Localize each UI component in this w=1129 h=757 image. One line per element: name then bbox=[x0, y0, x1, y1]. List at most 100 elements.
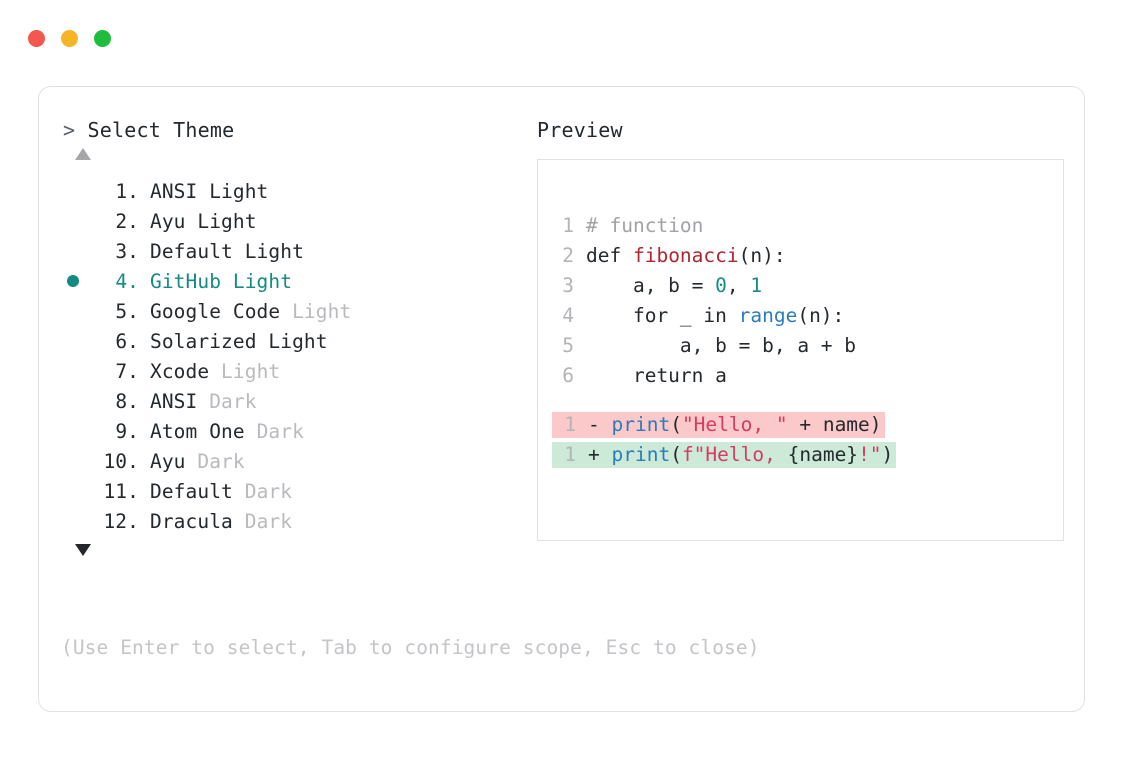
code-token-punct: (n): bbox=[738, 244, 786, 267]
theme-select-pane: > Select Theme 1. ANSI Light 2. Ayu Light 3.… bbox=[63, 117, 533, 566]
code-line-text: # function bbox=[586, 214, 703, 237]
code-token-punct: , bbox=[726, 274, 751, 297]
theme-item-name: Default Light bbox=[150, 240, 304, 263]
theme-item-number: 10. bbox=[103, 450, 139, 473]
theme-item-number: 11. bbox=[103, 480, 139, 503]
code-line: 4 for _ in range(n): bbox=[552, 304, 1049, 334]
theme-list-item[interactable]: 4.GitHub Light bbox=[63, 270, 533, 300]
diff-line-highlight: 1 + print(f"Hello, {name}!") bbox=[552, 442, 897, 468]
theme-item-variant: Light bbox=[209, 360, 281, 383]
line-number: 3 bbox=[562, 274, 574, 297]
theme-item-variant: Light bbox=[280, 300, 352, 323]
theme-list-item[interactable]: 9. Atom One Dark bbox=[63, 420, 533, 450]
code-token-str: "Hello, " bbox=[681, 413, 788, 436]
prompt-caret-icon: > bbox=[63, 118, 76, 142]
line-number: 1 bbox=[564, 443, 576, 466]
theme-item-name: ANSI Light bbox=[150, 180, 269, 203]
theme-item-number: 7. bbox=[115, 360, 139, 383]
theme-list-item[interactable]: 11. Default Dark bbox=[63, 480, 533, 510]
theme-item-number: 2. bbox=[115, 210, 139, 233]
theme-list-item[interactable]: 7. Xcode Light bbox=[63, 360, 533, 390]
line-number: 6 bbox=[562, 364, 574, 387]
diff-line-highlight: 1- print("Hello, " + name) bbox=[552, 412, 885, 438]
code-token-str: !" bbox=[858, 443, 882, 466]
theme-list-item[interactable]: 10.Ayu Dark bbox=[63, 450, 533, 480]
theme-item-name: Xcode bbox=[150, 360, 210, 383]
code-token-punct: ( bbox=[670, 443, 682, 466]
code-line-text: a, b = 0, 1 bbox=[586, 274, 762, 297]
select-theme-heading: > Select Theme bbox=[63, 117, 533, 143]
code-token-num: 1 bbox=[750, 274, 763, 297]
theme-item-number: 1. bbox=[115, 180, 139, 203]
theme-picker-card: > Select Theme 1. ANSI Light 2. Ayu Light 3.… bbox=[38, 86, 1085, 712]
maximize-button[interactable] bbox=[94, 30, 111, 47]
code-token-punct: + name) bbox=[787, 413, 882, 436]
theme-item-number: 4. bbox=[115, 270, 139, 293]
diff-sign: - bbox=[588, 413, 612, 436]
theme-item-name: Dracula bbox=[150, 510, 233, 533]
theme-item-name: Ayu Light bbox=[150, 210, 257, 233]
close-button[interactable] bbox=[28, 30, 45, 47]
line-number: 4 bbox=[562, 304, 574, 327]
code-token-punct: a, b = bbox=[586, 274, 716, 297]
code-line: 3 a, b = 0, 1 bbox=[552, 274, 1049, 304]
theme-item-variant: Dark bbox=[244, 420, 304, 443]
theme-item-name: Ayu bbox=[150, 450, 186, 473]
selected-bullet-icon bbox=[67, 275, 79, 287]
theme-item-number: 5. bbox=[115, 300, 139, 323]
scroll-down-indicator[interactable] bbox=[63, 544, 533, 566]
theme-list-item[interactable]: 2. Ayu Light bbox=[63, 210, 533, 240]
code-token-punct: ) bbox=[881, 443, 894, 466]
code-token-keyword: for _ in bbox=[586, 304, 739, 327]
code-token-keyword: def bbox=[586, 244, 633, 267]
code-token-comment: # function bbox=[586, 214, 704, 237]
theme-list-item[interactable]: 3. Default Light bbox=[63, 240, 533, 270]
theme-list-item[interactable]: 1. ANSI Light bbox=[63, 180, 533, 210]
theme-list-item[interactable]: 6.Solarized Light bbox=[63, 330, 533, 360]
triangle-up-icon[interactable] bbox=[75, 148, 91, 160]
diff-line-text: print("Hello, " + name) bbox=[611, 413, 881, 436]
theme-list-item[interactable]: 5. Google Code Light bbox=[63, 300, 533, 330]
diff-line-text: print(f"Hello, {name}!") bbox=[611, 443, 893, 466]
theme-item-number: 9. bbox=[115, 420, 139, 443]
theme-item-number: 8. bbox=[115, 390, 139, 413]
code-line: 6 return a bbox=[552, 364, 1049, 394]
theme-item-name: Default bbox=[150, 480, 233, 503]
code-token-builtin: range bbox=[738, 304, 798, 327]
theme-item-name: Atom One bbox=[150, 420, 245, 443]
code-line-text: def fibonacci(n): bbox=[586, 244, 786, 267]
diff-line-added: 1 + print(f"Hello, {name}!") bbox=[552, 442, 1049, 472]
minimize-button[interactable] bbox=[61, 30, 78, 47]
line-number: 1 bbox=[562, 214, 574, 237]
theme-list-item[interactable]: 8.ANSI Dark bbox=[63, 390, 533, 420]
code-token-builtin: print bbox=[611, 443, 671, 466]
page-title: Select Theme bbox=[87, 118, 235, 142]
theme-item-number: 3. bbox=[115, 240, 139, 263]
diff-line-removed: 1- print("Hello, " + name) bbox=[552, 412, 1049, 442]
code-token-punct: (n): bbox=[797, 304, 845, 327]
code-token-str: f"Hello, bbox=[681, 443, 788, 466]
diff-sign: + bbox=[588, 443, 612, 466]
theme-item-number: 12. bbox=[103, 510, 139, 533]
preview-heading: Preview bbox=[537, 118, 623, 142]
theme-item-variant: Dark bbox=[232, 510, 293, 533]
line-number: 5 bbox=[562, 334, 574, 357]
code-token-func: fibonacci bbox=[632, 244, 739, 267]
scroll-up-indicator[interactable] bbox=[63, 148, 533, 170]
theme-item-name: ANSI bbox=[150, 390, 198, 413]
code-token-builtin: print bbox=[611, 413, 671, 436]
theme-item-variant: Dark bbox=[232, 480, 293, 503]
theme-item-name: Google Code bbox=[150, 300, 281, 323]
code-token-num: 0 bbox=[715, 274, 727, 297]
code-token-punct: {name} bbox=[787, 443, 859, 466]
theme-item-number: 6. bbox=[115, 330, 139, 353]
code-token-punct: ( bbox=[670, 413, 682, 436]
diff-block: 1- print("Hello, " + name)1+ print(f"Hel… bbox=[538, 394, 1063, 472]
code-token-punct: a, b = b, a + b bbox=[586, 334, 857, 357]
triangle-down-icon[interactable] bbox=[75, 544, 91, 556]
theme-list-item[interactable]: 12. Dracula Dark bbox=[63, 510, 533, 540]
